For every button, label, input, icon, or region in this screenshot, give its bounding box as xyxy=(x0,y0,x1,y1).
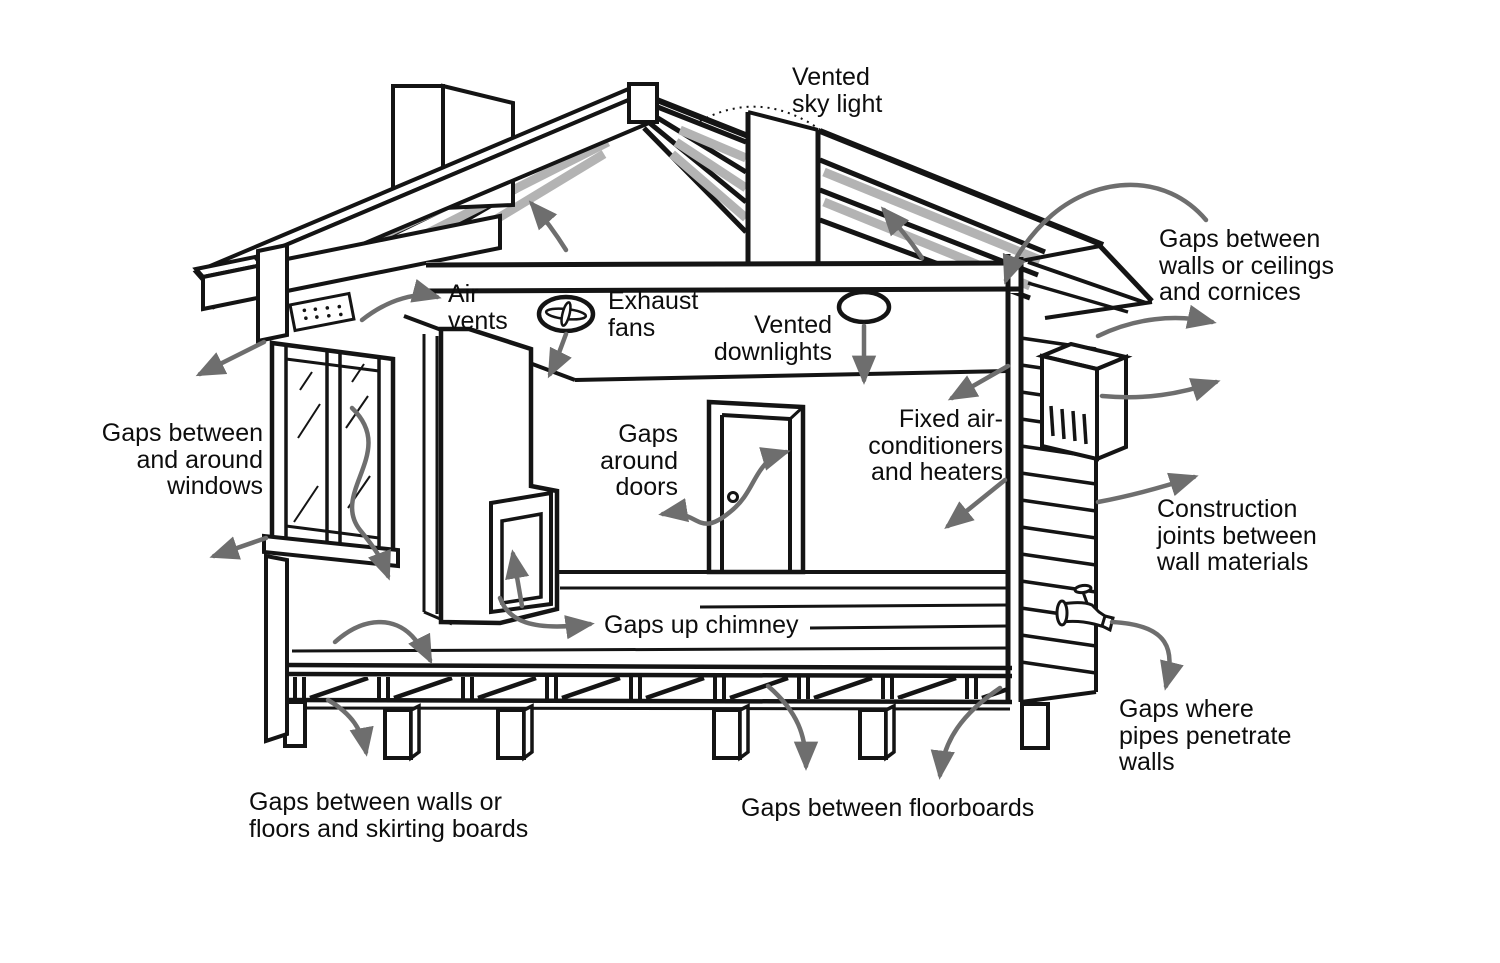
arrow-ac-1 xyxy=(947,363,1011,401)
window xyxy=(269,340,396,556)
label-fixed-ac: Fixed air- conditioners and heaters xyxy=(868,405,1003,486)
label-gaps-up-chimney: Gaps up chimney xyxy=(604,611,799,639)
arrow-skirting xyxy=(325,697,374,757)
arrow-exhaust-fan xyxy=(547,331,572,379)
arrow-chimney-label xyxy=(497,595,595,640)
label-gaps-floorboards: Gaps between floorboards xyxy=(741,794,1035,822)
label-air-vents: Air vents xyxy=(448,280,508,335)
stumps xyxy=(283,700,1050,762)
label-gaps-doors: Gaps around doors xyxy=(600,420,678,501)
airflow-arrows xyxy=(195,182,1221,780)
label-construction-joints: Construction joints between wall materia… xyxy=(1157,495,1317,576)
lower-left-wall xyxy=(262,533,400,744)
ac-unit xyxy=(1035,341,1133,462)
arrow-air-vents xyxy=(359,279,442,323)
arrow-eave-out xyxy=(195,339,267,377)
ac-vent-slots-icon xyxy=(1049,405,1088,445)
arrow-ac-2 xyxy=(944,477,1008,530)
arrow-chimney-up xyxy=(505,549,530,609)
floor-joists xyxy=(286,671,1013,711)
arrow-cornice-arc xyxy=(1002,182,1209,285)
window-sill xyxy=(262,533,400,569)
downlight-icon xyxy=(836,289,892,325)
label-gaps-skirting: Gaps between walls or floors and skirtin… xyxy=(249,788,529,843)
arrow-floor-corner xyxy=(332,619,433,665)
fireplace-chimney-breast xyxy=(438,326,560,626)
label-gaps-windows: Gaps between and around windows xyxy=(101,419,263,500)
label-vented-downlights: Vented downlights xyxy=(713,311,832,366)
arrow-sill-out xyxy=(209,535,269,560)
arrow-pipes xyxy=(1109,619,1184,691)
arrow-construction-joints xyxy=(1095,472,1199,505)
air-vent-grille-icon xyxy=(288,291,356,333)
label-gaps-cornices: Gaps between walls or ceilings and corni… xyxy=(1159,225,1335,306)
right-wall xyxy=(1005,244,1154,704)
arrow-roof-left xyxy=(528,200,569,253)
arrow-window-s xyxy=(349,405,391,581)
label-gaps-pipes: Gaps where pipes penetrate walls xyxy=(1119,695,1292,776)
exhaust-fan-icon xyxy=(536,294,596,334)
tap-icon xyxy=(1055,583,1115,633)
arrow-door-s xyxy=(658,447,791,526)
arrow-floorboards-2 xyxy=(930,685,1003,780)
arrow-cornice-out-1 xyxy=(1095,304,1217,339)
skylight xyxy=(699,105,823,268)
arrow-cornice-out-2 xyxy=(1099,378,1221,402)
skylight-vent-dome-icon xyxy=(699,105,823,132)
door xyxy=(706,399,806,575)
ridge-peak-cap xyxy=(627,82,659,124)
label-exhaust-fans: Exhaust fans xyxy=(608,287,699,342)
floor xyxy=(286,570,1013,671)
roof-overhang-cornice xyxy=(1020,244,1154,320)
arrow-floorboards-1 xyxy=(765,683,819,771)
arrow-roof-right xyxy=(880,206,925,261)
label-vented-skylight: Vented sky light xyxy=(792,63,883,118)
chimney-label-leader-line xyxy=(809,624,1008,630)
roof-fascia xyxy=(192,82,659,344)
